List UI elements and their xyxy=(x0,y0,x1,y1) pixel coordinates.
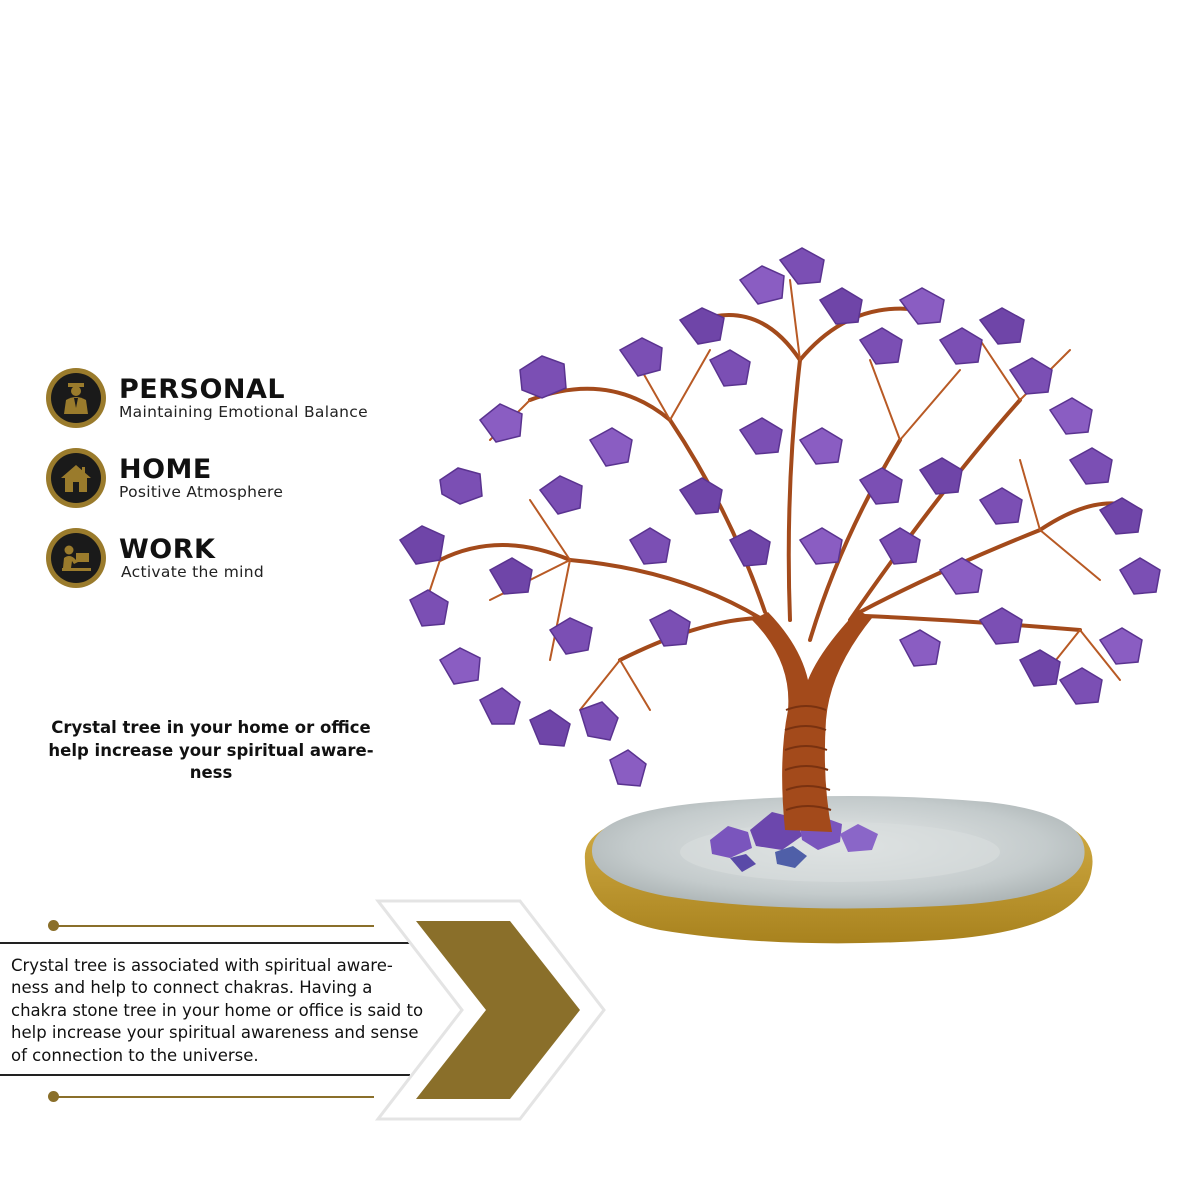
feature-title: PERSONAL xyxy=(119,373,286,405)
businessman-icon xyxy=(64,383,88,414)
info-box xyxy=(0,942,410,1076)
person-at-desk-icon xyxy=(62,545,91,571)
bottom-rule-dot xyxy=(48,1091,59,1102)
feature-subtitle: Activate the mind xyxy=(121,562,264,581)
amethyst-canopy xyxy=(398,247,1161,787)
feature-title: HOME xyxy=(119,453,212,485)
personal-badge xyxy=(46,368,106,428)
crystal-tree-image xyxy=(398,247,1161,944)
base-chips xyxy=(710,812,878,872)
feature-title: WORK xyxy=(119,533,216,565)
feature-personal: PERSONAL Maintaining Emotional Balance xyxy=(46,368,368,428)
copper-branches xyxy=(438,306,1142,662)
house-icon xyxy=(61,465,91,492)
home-badge xyxy=(46,448,106,508)
top-rule-dot xyxy=(48,920,59,931)
caption-text: Crystal tree in your home or office help… xyxy=(48,718,374,782)
feature-subtitle: Maintaining Emotional Balance xyxy=(119,402,368,421)
info-text: Crystal tree is associated with spiritua… xyxy=(11,956,424,1065)
agate-base xyxy=(584,796,1093,944)
top-rule xyxy=(52,925,374,927)
chevron-arrow-icon xyxy=(374,899,606,1121)
work-badge xyxy=(46,528,106,588)
feature-work: WORK Activate the mind xyxy=(46,528,264,588)
feature-subtitle: Positive Atmosphere xyxy=(119,482,284,501)
feature-home: HOME Positive Atmosphere xyxy=(46,448,283,508)
bottom-rule xyxy=(52,1096,374,1098)
